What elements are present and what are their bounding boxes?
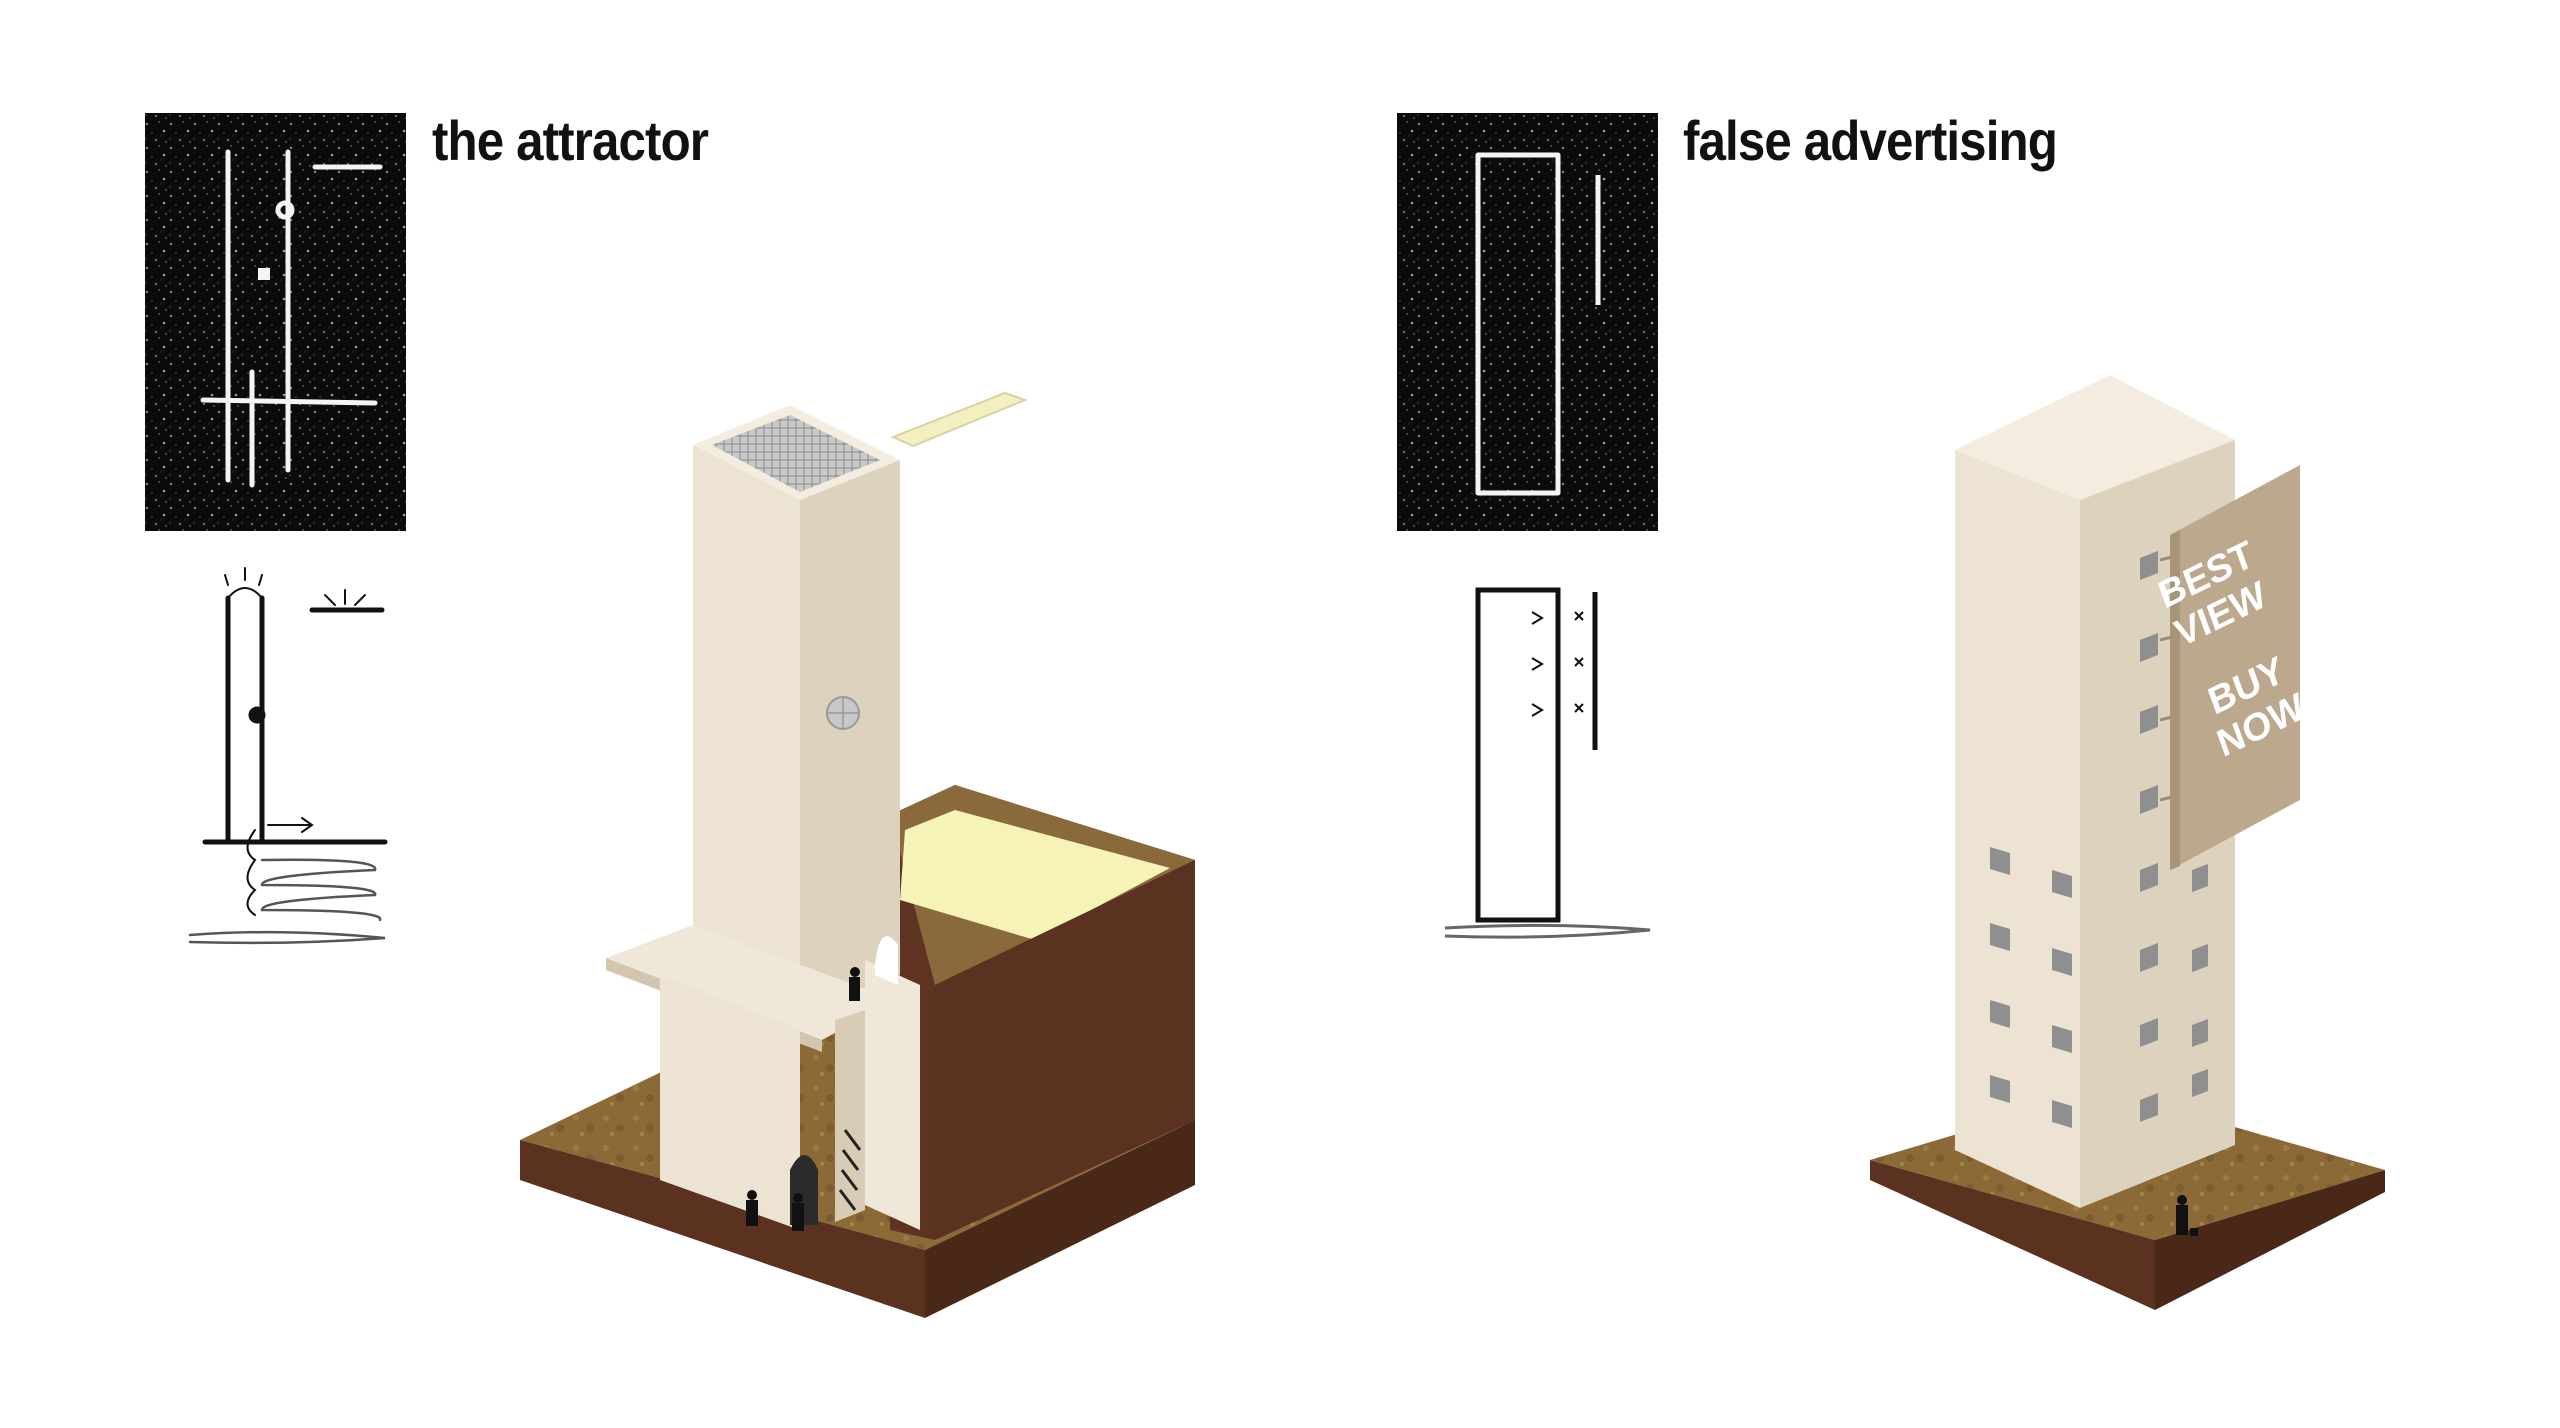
false-advertising-sketch-photo bbox=[1397, 113, 1658, 531]
panel-title-the-attractor: the attractor bbox=[432, 109, 709, 172]
attractor-sketch-photo bbox=[145, 113, 406, 531]
false-advertising-line-sketch bbox=[1444, 587, 1651, 939]
panel-title-false-advertising: false advertising bbox=[1683, 109, 2058, 172]
attractor-model bbox=[520, 391, 1195, 1318]
false-advertising-model bbox=[1870, 375, 2385, 1310]
attractor-line-sketch bbox=[188, 567, 388, 945]
